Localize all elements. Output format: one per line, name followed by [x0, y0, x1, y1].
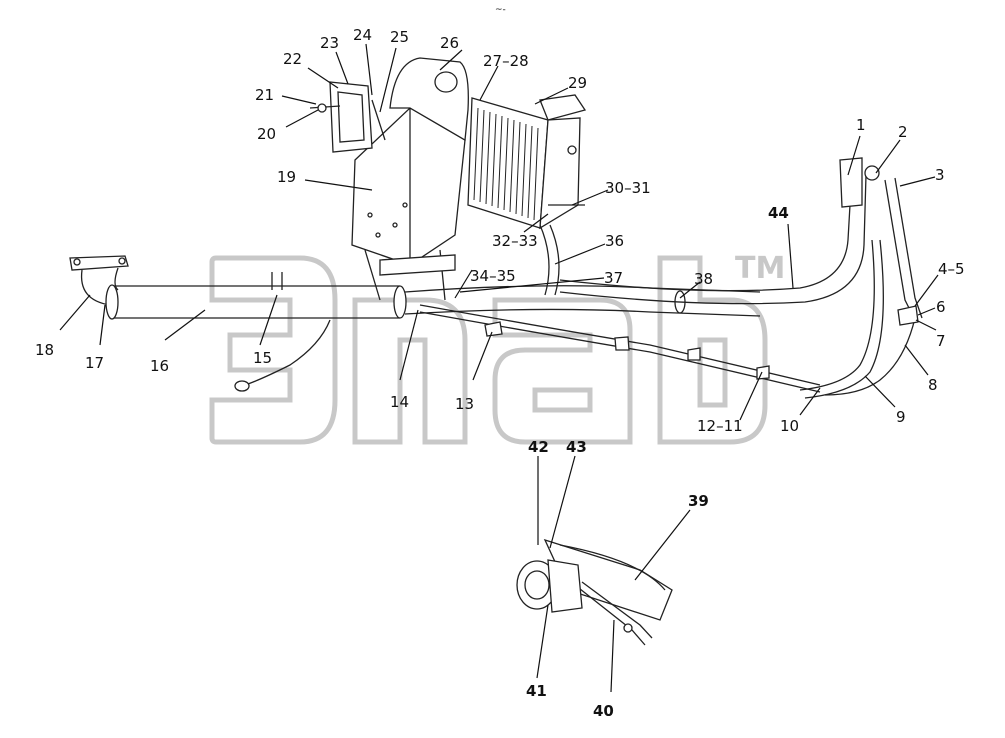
- label-25: 25: [390, 28, 409, 46]
- label-26: 26: [440, 34, 459, 52]
- label-24: 24: [353, 26, 372, 44]
- label-32-33: 32–33: [492, 232, 538, 250]
- label-10: 10: [780, 417, 799, 435]
- radiator-assembly: [467, 94, 587, 296]
- label-2: 2: [898, 123, 908, 141]
- label-6: 6: [936, 298, 946, 316]
- right-tubes: [799, 157, 923, 399]
- label-20: 20: [257, 125, 276, 143]
- bracket-assembly: [309, 81, 386, 153]
- label-12-11: 12–11: [697, 417, 743, 435]
- label-44: 44: [768, 204, 789, 222]
- label-27-28: 27–28: [483, 52, 529, 70]
- label-9: 9: [896, 408, 906, 426]
- label-19: 19: [277, 168, 296, 186]
- label-1: 1: [856, 116, 866, 134]
- label-7: 7: [936, 332, 946, 350]
- label-36: 36: [605, 232, 624, 250]
- label-8: 8: [928, 376, 938, 394]
- label-18: 18: [35, 341, 54, 359]
- part-labels: 1 2 3 4–5 6 7 8 9 10 12–11 13 14 15 16 1…: [35, 26, 965, 720]
- label-16: 16: [150, 357, 169, 375]
- diagonal-lines: [419, 304, 821, 393]
- watermark-tm: TM: [735, 251, 785, 286]
- watermark-logo: TM: [209, 251, 785, 445]
- label-42: 42: [528, 438, 549, 456]
- fuel-tank-assembly: [351, 57, 469, 301]
- label-23: 23: [320, 34, 339, 52]
- label-43: 43: [566, 438, 587, 456]
- label-29: 29: [568, 74, 587, 92]
- label-30-31: 30–31: [605, 179, 651, 197]
- label-13: 13: [455, 395, 474, 413]
- label-14: 14: [390, 393, 409, 411]
- label-41: 41: [526, 682, 547, 700]
- label-17: 17: [85, 354, 104, 372]
- label-39: 39: [688, 492, 709, 510]
- label-37: 37: [604, 269, 623, 287]
- label-38: 38: [694, 270, 713, 288]
- label-34-35: 34–35: [470, 267, 516, 285]
- label-40: 40: [593, 702, 614, 720]
- label-15: 15: [253, 349, 272, 367]
- pump-assembly: [516, 538, 673, 646]
- label-4-5: 4–5: [938, 260, 965, 278]
- label-21: 21: [255, 86, 274, 104]
- label-22: 22: [283, 50, 302, 68]
- pipe-44: [559, 169, 867, 305]
- label-3: 3: [935, 166, 945, 184]
- top-mark: ~-: [495, 5, 506, 15]
- leader-lines: [59, 43, 939, 693]
